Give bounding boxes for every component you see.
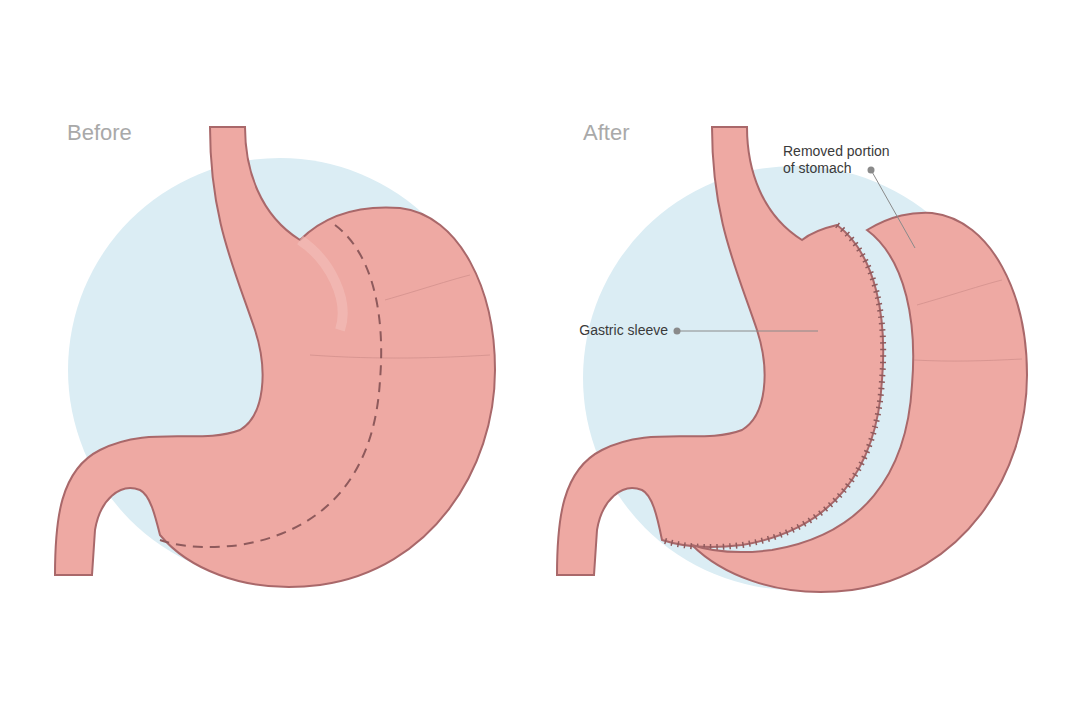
- callout-label: Gastric sleeve: [579, 322, 668, 339]
- highlight: [300, 240, 343, 330]
- stomach-before: [55, 127, 495, 587]
- staple-line: [662, 225, 883, 547]
- removed-portion-shape: [692, 213, 1027, 592]
- fold-line: [385, 275, 470, 300]
- stomach-outline: [55, 127, 495, 587]
- leader-line: [871, 170, 915, 248]
- cut-line: [160, 225, 381, 547]
- leader-line: [677, 331, 818, 332]
- fold-line: [917, 280, 1002, 305]
- panel-heading: After: [583, 120, 629, 146]
- removed-outline: [692, 213, 1027, 592]
- leader-dot: [868, 167, 875, 174]
- gastric-sleeve-shape: [557, 127, 883, 575]
- callout-label: Removed portion of stomach: [783, 143, 897, 177]
- panel-heading: Before: [67, 120, 132, 146]
- sleeve-outline: [557, 127, 883, 575]
- leader-dot: [674, 328, 681, 335]
- fold-line: [914, 359, 1022, 361]
- fold-line: [310, 355, 490, 358]
